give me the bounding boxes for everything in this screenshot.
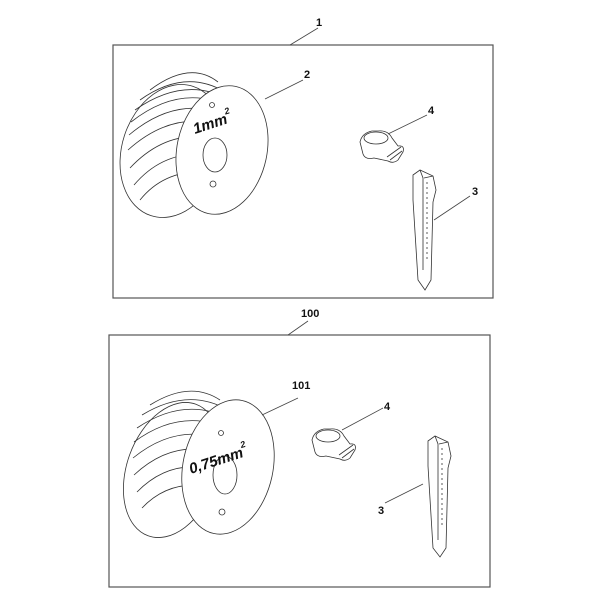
leader-line-2 — [264, 79, 304, 100]
callout-4-top: 4 — [428, 105, 435, 117]
callout-2: 2 — [304, 69, 311, 81]
callout-1: 1 — [316, 17, 323, 29]
wire-connector-icon — [311, 428, 356, 461]
leader-line-3b — [384, 483, 424, 504]
callout-101: 101 — [292, 380, 311, 392]
leader-line-1 — [289, 27, 319, 46]
wire-spool-1mm-icon — [119, 72, 269, 218]
wire-spool-075mm-icon — [123, 390, 275, 538]
leader-line-4a — [387, 114, 428, 135]
callout-3-bottom: 3 — [378, 505, 385, 517]
leader-line-100 — [287, 320, 309, 336]
assembly-1-box — [112, 44, 494, 299]
assembly-1-group: 1mm2 — [112, 27, 494, 299]
peg-stake-icon — [427, 435, 452, 558]
peg-stake-icon — [412, 169, 437, 291]
leader-line-3a — [433, 195, 471, 221]
assembly-100-group: 0,75mm2 — [108, 320, 491, 588]
wire-connector-icon — [359, 130, 404, 163]
callout-100: 100 — [301, 308, 320, 320]
leader-line-4b — [341, 407, 384, 431]
callout-4-bottom: 4 — [384, 401, 391, 413]
leader-line-101 — [261, 397, 299, 416]
assembly-100-box — [108, 334, 491, 588]
callout-3-top: 3 — [472, 186, 479, 198]
